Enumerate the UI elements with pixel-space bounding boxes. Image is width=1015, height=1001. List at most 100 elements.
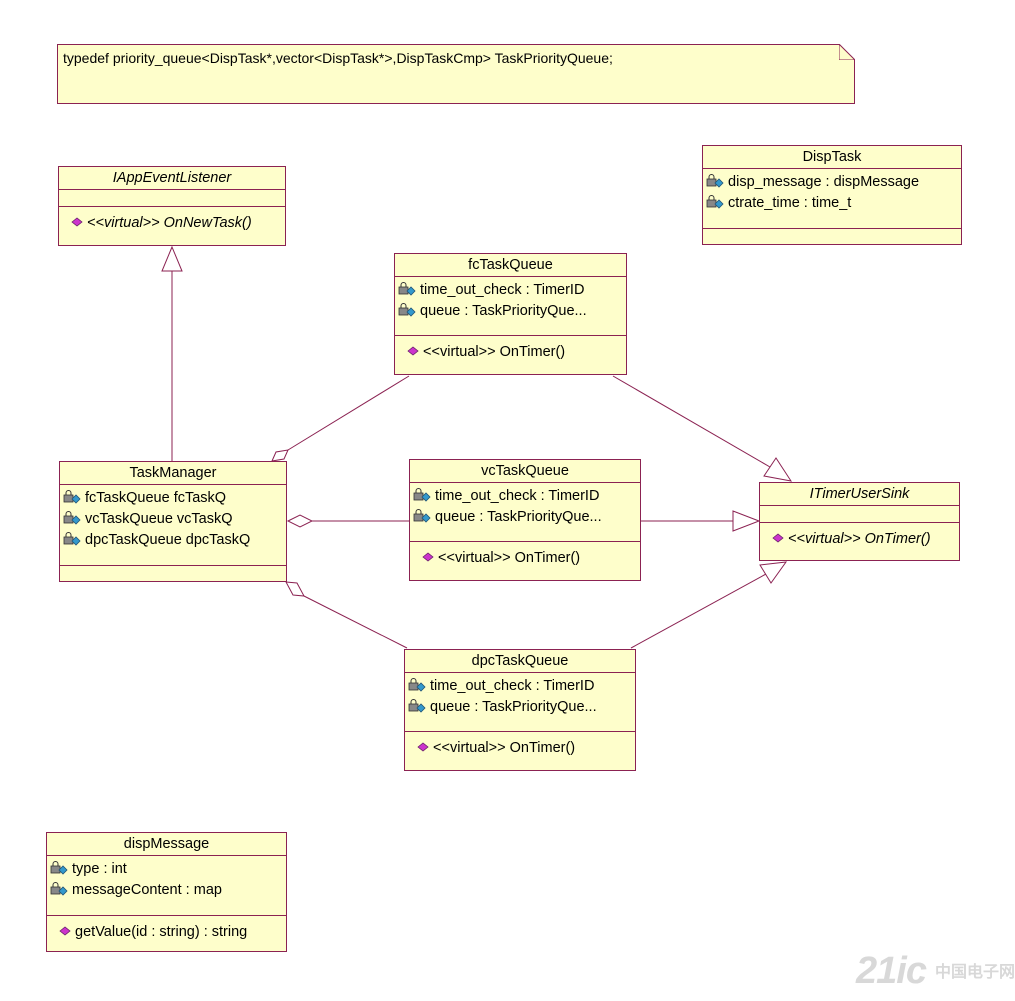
- private-attribute-icon: [706, 174, 724, 188]
- private-attribute-icon: [63, 490, 81, 504]
- note-text: typedef priority_queue<DispTask*,vector<…: [63, 50, 613, 66]
- operation-row: <<virtual>> OnTimer(): [422, 545, 640, 571]
- operations-compartment: <<virtual>> OnNewTask(): [59, 207, 285, 236]
- attribute-row: fcTaskQueue fcTaskQ: [63, 488, 286, 509]
- class-name: vcTaskQueue: [410, 460, 640, 483]
- attribute-row: queue : TaskPriorityQue...: [408, 697, 635, 718]
- attributes-compartment: type : int messageContent : map: [47, 856, 286, 916]
- attribute-label: messageContent : map: [72, 882, 222, 898]
- operation-row: <<virtual>> OnTimer(): [417, 735, 635, 761]
- operation-label: <<virtual>> OnTimer(): [433, 740, 576, 756]
- attribute-label: queue : TaskPriorityQue...: [420, 303, 587, 319]
- attribute-row: ctrate_time : time_t: [706, 193, 961, 214]
- realization-fctaskqueue-itimerusersink: [612, 375, 793, 482]
- operation-icon: [407, 346, 419, 356]
- attributes-compartment: fcTaskQueue fcTaskQ vcTaskQueue vcTaskQ …: [60, 485, 286, 566]
- class-itimerusersink[interactable]: ITimerUserSink <<virtual>> OnTimer(): [759, 482, 960, 561]
- operation-icon: [772, 533, 784, 543]
- operation-label: getValue(id : string) : string: [75, 924, 248, 940]
- operation-label: <<virtual>> OnTimer(): [788, 531, 931, 547]
- class-disptask[interactable]: DispTask disp_message : dispMessage ctra…: [702, 145, 962, 245]
- attribute-row: type : int: [50, 859, 286, 880]
- operations-compartment: <<virtual>> OnTimer(): [410, 542, 640, 571]
- attribute-row: queue : TaskPriorityQue...: [413, 507, 640, 528]
- attribute-row: disp_message : dispMessage: [706, 172, 961, 193]
- operation-icon: [71, 217, 83, 227]
- private-attribute-icon: [398, 282, 416, 296]
- attribute-label: time_out_check : TimerID: [420, 282, 585, 298]
- private-attribute-icon: [413, 488, 431, 502]
- private-attribute-icon: [706, 195, 724, 209]
- attribute-row: queue : TaskPriorityQue...: [398, 301, 626, 322]
- attribute-label: time_out_check : TimerID: [435, 488, 600, 504]
- class-name: IAppEventListener: [59, 167, 285, 190]
- operations-compartment: getValue(id : string) : string: [47, 916, 286, 945]
- private-attribute-icon: [50, 861, 68, 875]
- attribute-label: ctrate_time : time_t: [728, 195, 852, 211]
- note-fold-corner: [839, 44, 855, 60]
- class-fctaskqueue[interactable]: fcTaskQueue time_out_check : TimerID que…: [394, 253, 627, 375]
- class-name: fcTaskQueue: [395, 254, 626, 277]
- attribute-row: time_out_check : TimerID: [408, 676, 635, 697]
- operation-row: getValue(id : string) : string: [59, 919, 286, 945]
- generalization-taskmanager-iappeventlistener: [161, 245, 183, 461]
- attributes-compartment: time_out_check : TimerID queue : TaskPri…: [405, 673, 635, 732]
- attribute-label: type : int: [72, 861, 127, 877]
- attribute-label: time_out_check : TimerID: [430, 678, 595, 694]
- class-vctaskqueue[interactable]: vcTaskQueue time_out_check : TimerID que…: [409, 459, 641, 581]
- operation-row: <<virtual>> OnTimer(): [772, 526, 959, 552]
- class-name: ITimerUserSink: [760, 483, 959, 506]
- class-name: TaskManager: [60, 462, 286, 485]
- operations-compartment: <<virtual>> OnTimer(): [405, 732, 635, 761]
- private-attribute-icon: [408, 678, 426, 692]
- private-attribute-icon: [413, 509, 431, 523]
- attribute-label: queue : TaskPriorityQue...: [435, 509, 602, 525]
- class-name: DispTask: [703, 146, 961, 169]
- class-dpctaskqueue[interactable]: dpcTaskQueue time_out_check : TimerID qu…: [404, 649, 636, 771]
- attribute-label: dpcTaskQueue dpcTaskQ: [85, 532, 251, 548]
- class-dispmessage[interactable]: dispMessage type : int messageContent : …: [46, 832, 287, 952]
- attribute-label: queue : TaskPriorityQue...: [430, 699, 597, 715]
- attribute-row: dpcTaskQueue dpcTaskQ: [63, 530, 286, 551]
- private-attribute-icon: [408, 699, 426, 713]
- realization-vctaskqueue-itimerusersink: [641, 510, 761, 532]
- attribute-row: vcTaskQueue vcTaskQ: [63, 509, 286, 530]
- class-name: dpcTaskQueue: [405, 650, 635, 673]
- private-attribute-icon: [50, 882, 68, 896]
- aggregation-taskmanager-vctaskqueue: [286, 514, 409, 528]
- private-attribute-icon: [63, 532, 81, 546]
- attribute-row: time_out_check : TimerID: [398, 280, 626, 301]
- attributes-compartment: disp_message : dispMessage ctrate_time :…: [703, 169, 961, 229]
- operation-row: <<virtual>> OnNewTask(): [71, 210, 285, 236]
- attributes-compartment: time_out_check : TimerID queue : TaskPri…: [410, 483, 640, 542]
- realization-dpctaskqueue-itimerusersink: [630, 561, 788, 649]
- operation-label: <<virtual>> OnTimer(): [438, 550, 581, 566]
- private-attribute-icon: [63, 511, 81, 525]
- aggregation-taskmanager-dpctaskqueue: [285, 581, 408, 649]
- operations-compartment: <<virtual>> OnTimer(): [760, 523, 959, 552]
- attribute-label: fcTaskQueue fcTaskQ: [85, 490, 227, 506]
- class-name: dispMessage: [47, 833, 286, 856]
- operation-row: <<virtual>> OnTimer(): [407, 339, 626, 365]
- private-attribute-icon: [398, 303, 416, 317]
- operation-icon: [417, 742, 429, 752]
- operation-icon: [422, 552, 434, 562]
- attribute-row: time_out_check : TimerID: [413, 486, 640, 507]
- operation-label: <<virtual>> OnNewTask(): [87, 215, 252, 231]
- watermark-subtext: 中国电子网: [935, 964, 1015, 981]
- attributes-compartment: time_out_check : TimerID queue : TaskPri…: [395, 277, 626, 336]
- attributes-compartment: [760, 506, 959, 523]
- class-iappeventlistener[interactable]: IAppEventListener <<virtual>> OnNewTask(…: [58, 166, 286, 246]
- attributes-compartment: [59, 190, 285, 207]
- aggregation-taskmanager-fctaskqueue: [271, 375, 410, 462]
- watermark-logo: 21ic: [856, 950, 927, 992]
- operation-label: <<virtual>> OnTimer(): [423, 344, 566, 360]
- typedef-note[interactable]: typedef priority_queue<DispTask*,vector<…: [57, 44, 855, 104]
- class-taskmanager[interactable]: TaskManager fcTaskQueue fcTaskQ vcTaskQu…: [59, 461, 287, 582]
- operations-compartment: <<virtual>> OnTimer(): [395, 336, 626, 365]
- attribute-row: messageContent : map: [50, 880, 286, 901]
- operation-icon: [59, 926, 71, 936]
- attribute-label: vcTaskQueue vcTaskQ: [85, 511, 233, 527]
- attribute-label: disp_message : dispMessage: [728, 174, 920, 190]
